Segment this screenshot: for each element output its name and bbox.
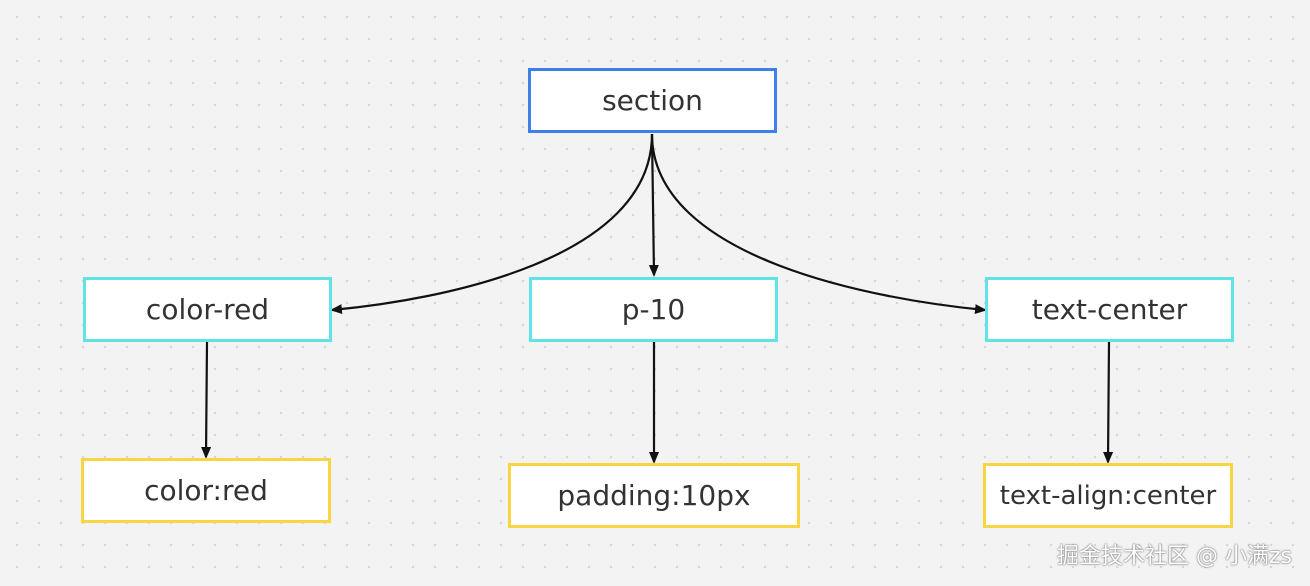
edge-section-to-p-10 — [648, 133, 659, 277]
declaration-node-color-red: color:red — [81, 458, 331, 523]
edge-color-red-to-declaration — [201, 341, 212, 459]
watermark: 掘金技术社区 @ 小满zs — [1057, 544, 1292, 569]
edge-section-to-color-red — [330, 133, 654, 315]
edge-text-center-to-declaration — [1103, 341, 1114, 464]
edge-section-to-text-center — [650, 133, 987, 315]
declaration-node-text-align: text-align:center — [983, 463, 1233, 528]
root-node-section: section — [528, 68, 777, 133]
utility-node-color-red: color-red — [83, 277, 332, 342]
utility-node-p-10: p-10 — [529, 277, 778, 342]
declaration-node-padding: padding:10px — [508, 463, 800, 528]
utility-node-text-center: text-center — [985, 277, 1234, 342]
